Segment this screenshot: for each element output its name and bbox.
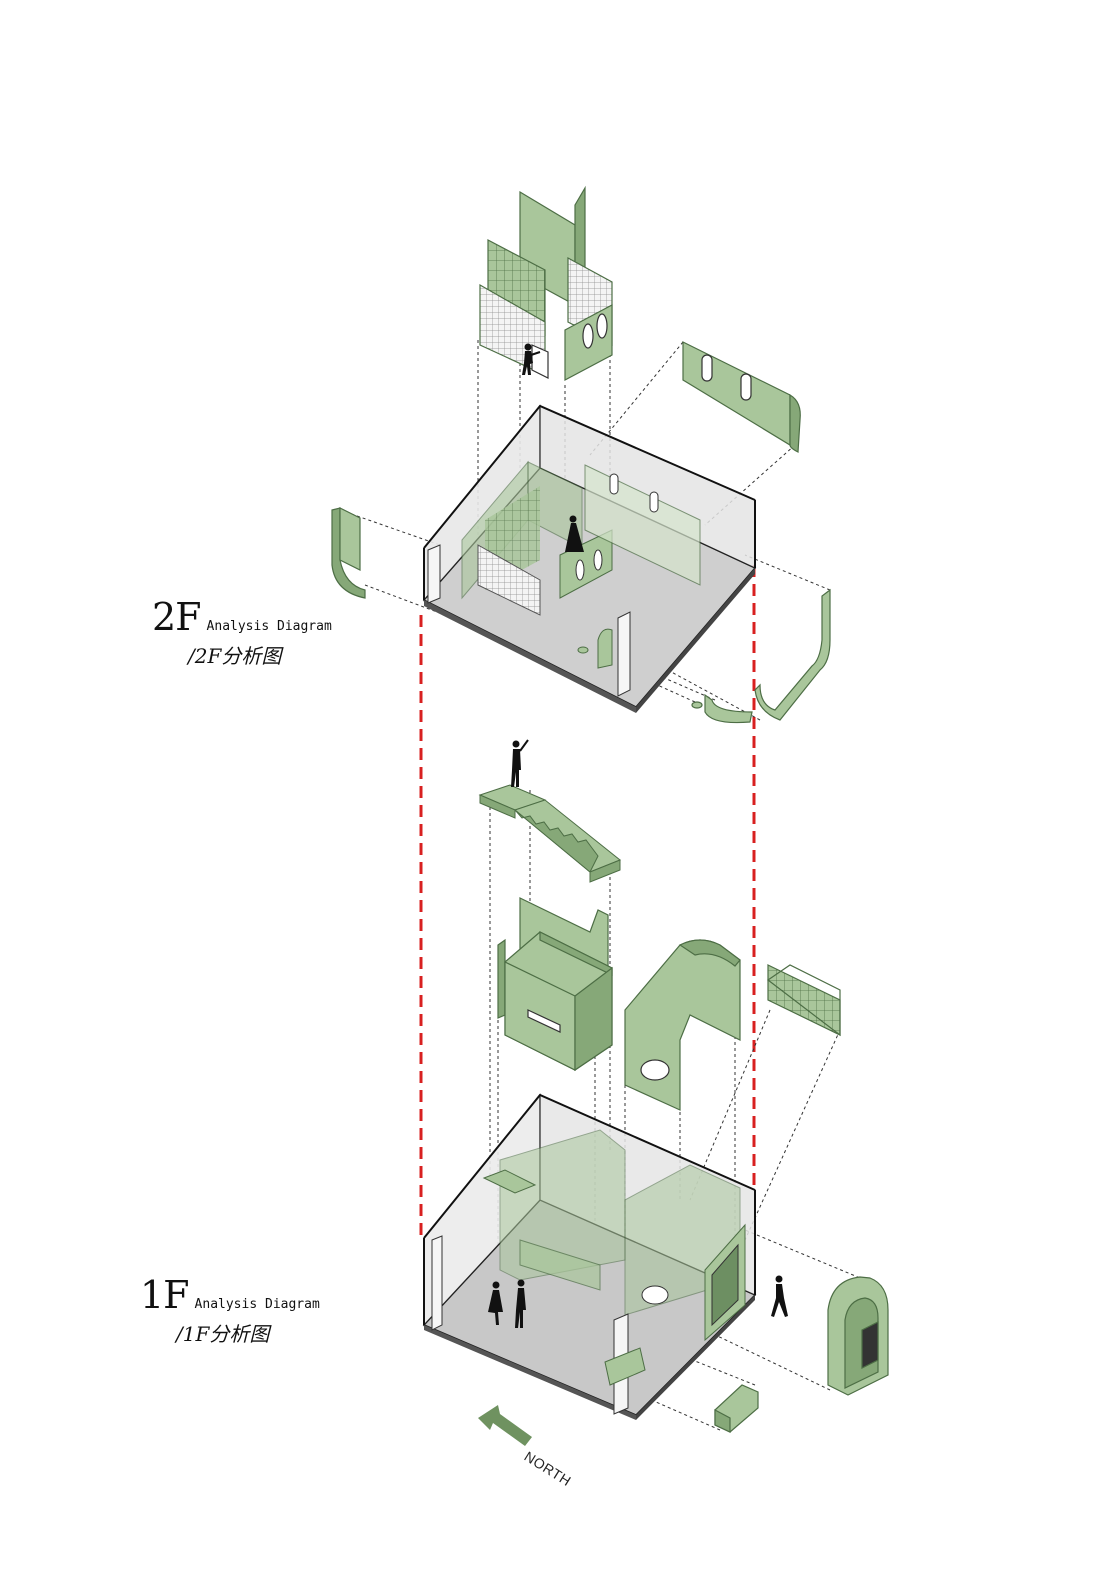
2f-window-wall-module xyxy=(682,341,801,453)
north-arrow-icon xyxy=(478,1405,532,1446)
floor-title-1f: 1F xyxy=(140,1273,190,1317)
floor-chinese-2f: /2F分析图 xyxy=(188,644,282,668)
floor-subtitle-1f: Analysis Diagram xyxy=(194,1297,320,1312)
1f-floor-plan-box xyxy=(422,1093,757,1420)
person-icon xyxy=(522,343,541,375)
floor-title-2f: 2F xyxy=(152,595,202,639)
1f-curved-wall-module xyxy=(624,939,741,1111)
person-icon xyxy=(565,515,584,552)
1f-box-room-module xyxy=(497,897,613,1072)
person-icon xyxy=(771,1275,788,1317)
2f-floor-plan-box xyxy=(422,404,757,713)
floor-label-2f: 2F Analysis Diagram /2F分析图 xyxy=(152,598,332,669)
1f-bench-module xyxy=(714,1384,759,1433)
staircase-module xyxy=(478,784,621,883)
person-icon xyxy=(515,1279,526,1328)
2f-left-curved-wall xyxy=(331,507,366,599)
floor-subtitle-2f: Analysis Diagram xyxy=(206,619,332,634)
floor-alignment-guides xyxy=(419,565,756,1238)
person-icon xyxy=(511,739,529,787)
floor-chinese-1f: /1F分析图 xyxy=(176,1322,270,1346)
2f-grid-room-module xyxy=(479,185,613,381)
person-icon xyxy=(488,1281,503,1325)
1f-arched-entry-module xyxy=(827,1276,889,1396)
1f-shelf-panel-module xyxy=(766,964,841,1037)
2f-right-curved-wall xyxy=(691,588,831,724)
floor-label-1f: 1F Analysis Diagram /1F分析图 xyxy=(140,1276,320,1347)
